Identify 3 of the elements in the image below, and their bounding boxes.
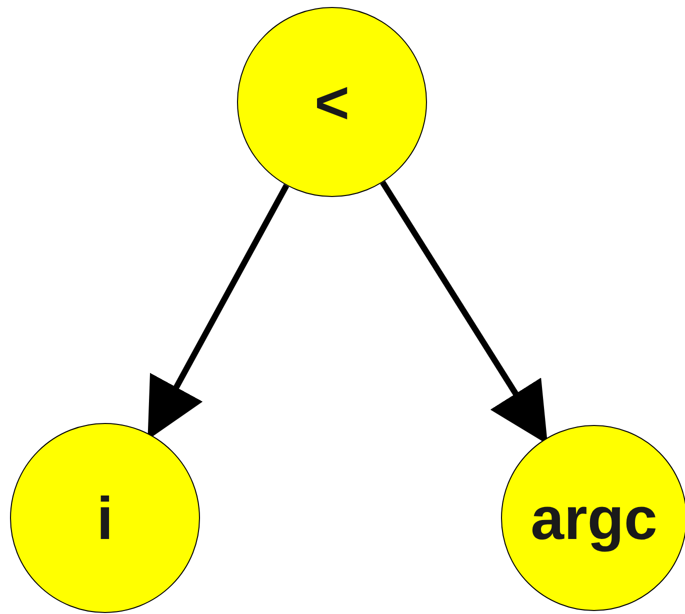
node-label: i (96, 484, 114, 552)
node-label: argc (530, 484, 658, 552)
node-label: < (314, 68, 350, 136)
